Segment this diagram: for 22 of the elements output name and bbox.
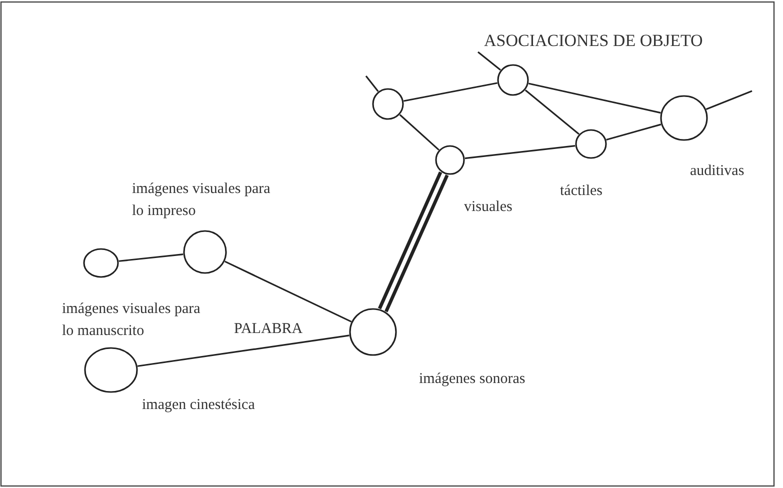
node-caption: táctiles — [560, 182, 604, 201]
connector-line — [224, 260, 352, 322]
node-caption: imagen cinestésica — [142, 396, 256, 415]
node-caption: imágenes sonoras — [419, 370, 526, 389]
connector-line — [464, 145, 576, 160]
connector-line — [118, 254, 184, 262]
connector-line — [365, 76, 379, 92]
connector-line — [399, 114, 440, 151]
connector-line — [706, 90, 752, 110]
double-line — [378, 170, 449, 314]
connector-line — [528, 82, 661, 114]
group-heading: ASOCIACIONES DE OBJETO — [484, 30, 704, 52]
node-caption: imágenes visuales para lo manuscrito — [62, 300, 202, 341]
connector-line — [524, 90, 580, 135]
node-caption: PALABRA — [234, 320, 304, 339]
node-caption: auditivas — [690, 162, 746, 181]
node-caption: imágenes visuales para lo impreso — [132, 180, 272, 221]
connector-line — [404, 82, 498, 102]
connector-line — [138, 334, 350, 367]
node-caption: visuales — [464, 198, 514, 217]
connector-line — [478, 51, 501, 71]
connector-line — [606, 124, 662, 140]
